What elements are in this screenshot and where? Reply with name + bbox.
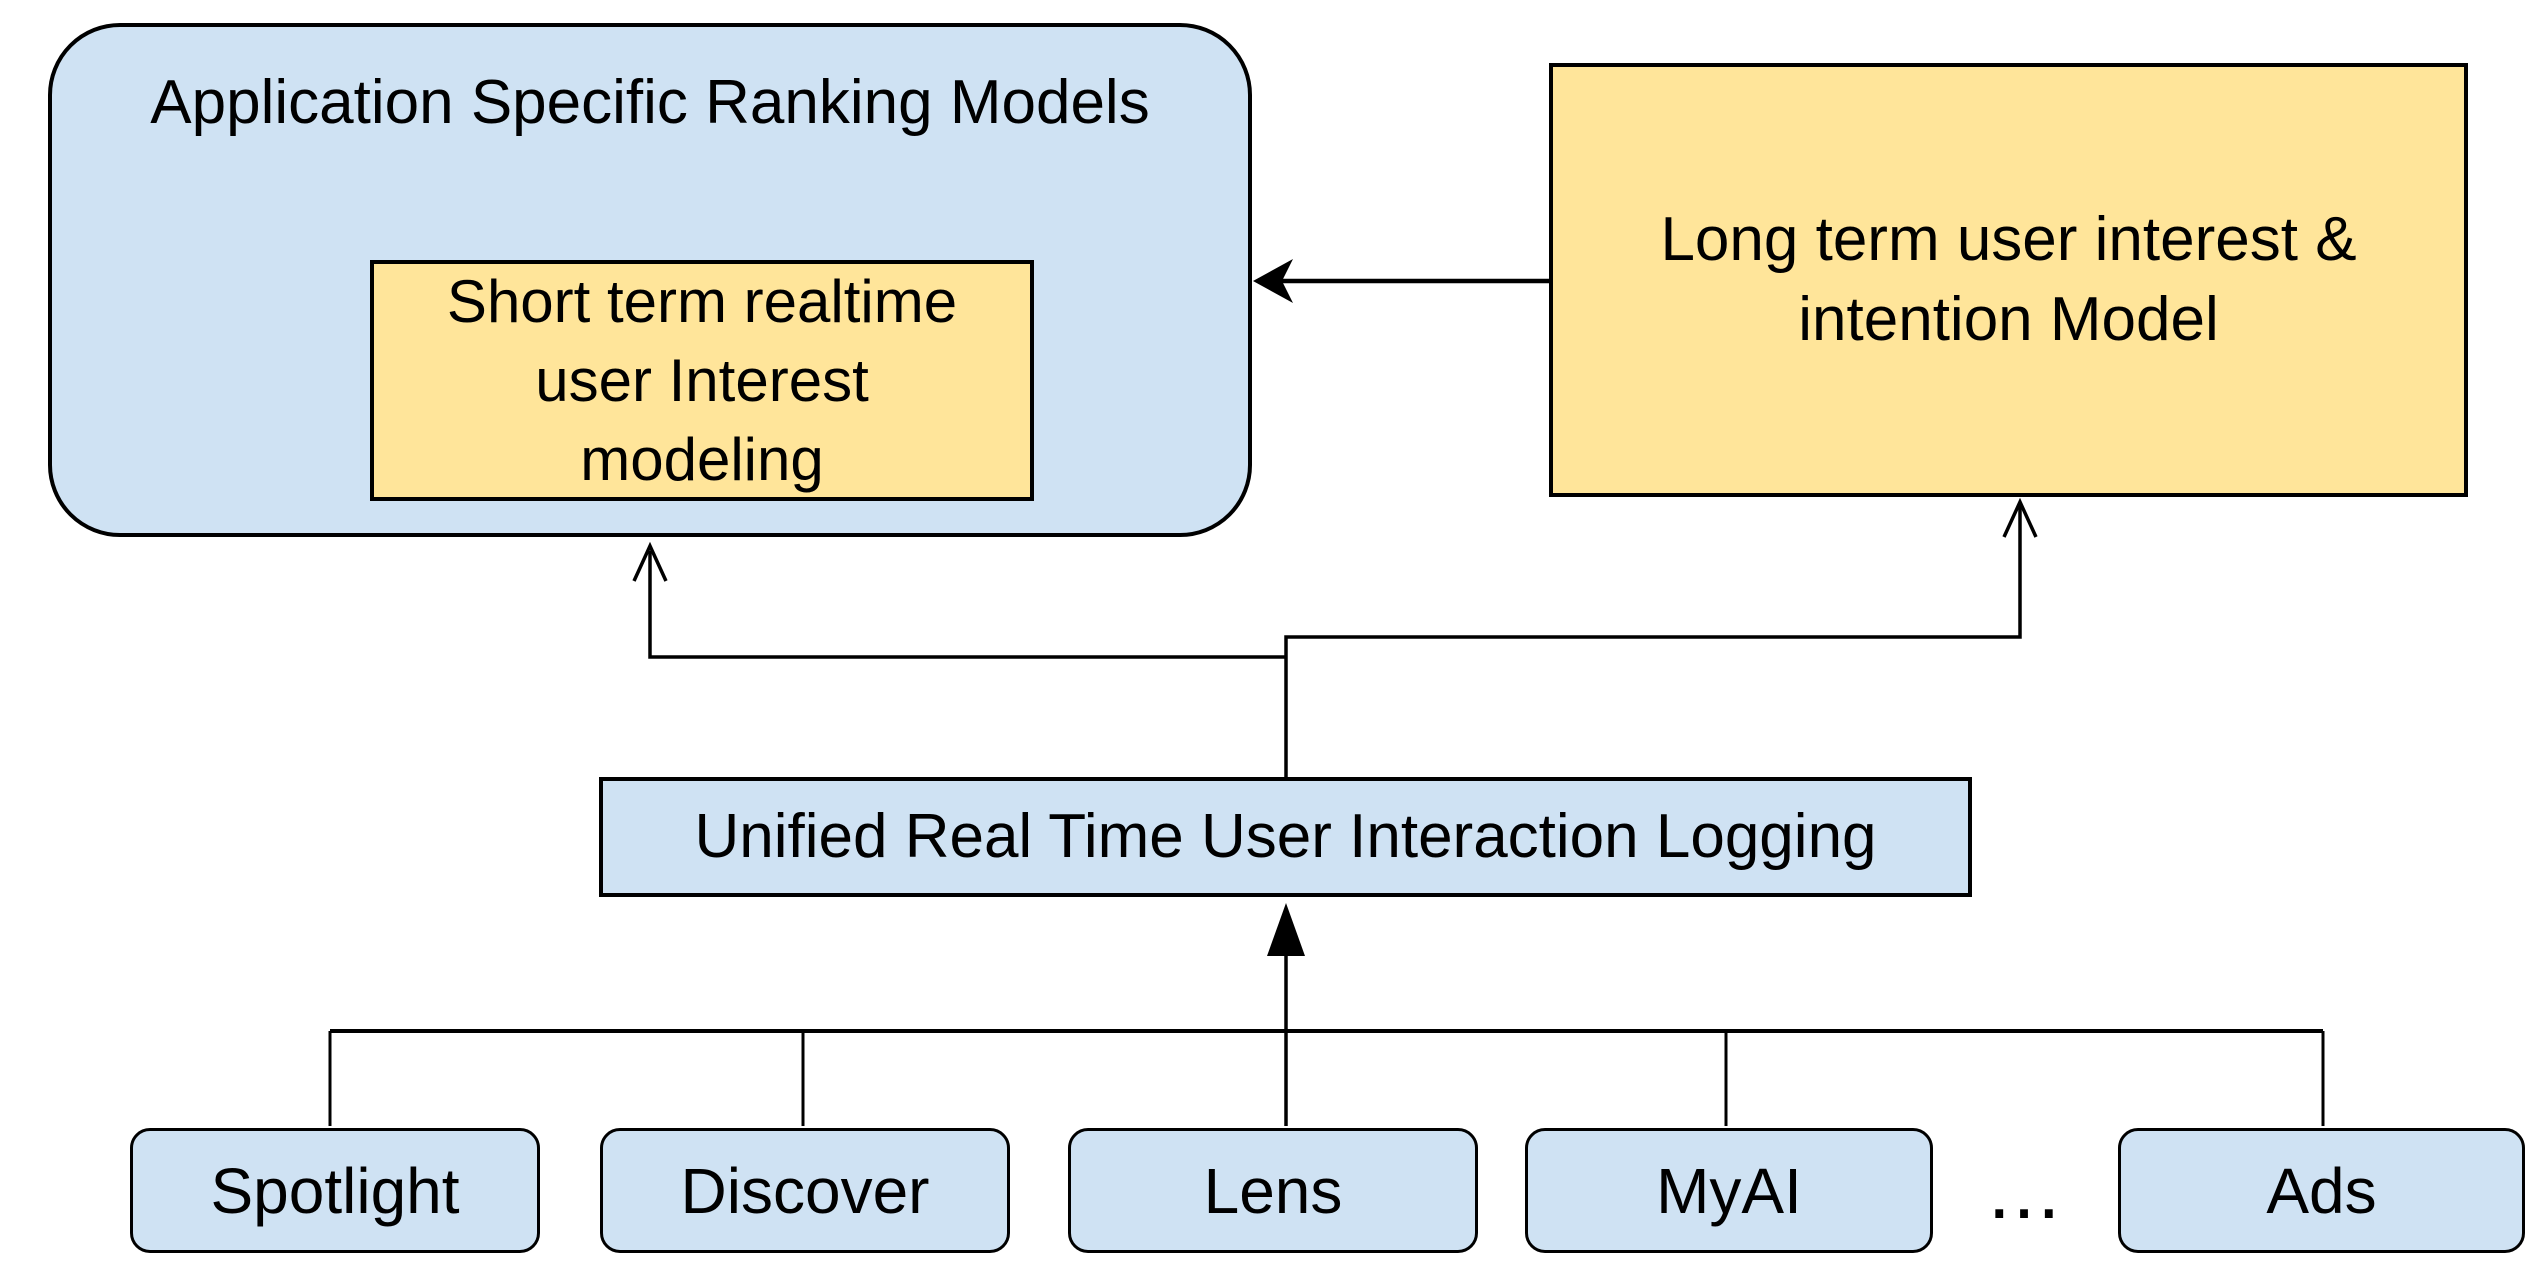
logging-label: Unified Real Time User Interaction Loggi… xyxy=(694,802,1877,871)
long-term-label-line1: Long term user interest & xyxy=(1660,205,2357,274)
source-box-discover: Discover xyxy=(600,1128,1010,1253)
short-term-box: Short term realtime user Interest modeli… xyxy=(370,260,1034,501)
short-term-label-line2: user Interest xyxy=(535,347,869,414)
arrowhead-to-longterm-icon xyxy=(2002,497,2038,538)
source-label-ads: Ads xyxy=(2266,1154,2377,1227)
arrowhead-to-ranking-icon xyxy=(632,541,668,582)
arrow-longterm-to-ranking-head-icon xyxy=(1253,259,1293,303)
connector-logging-to-ranking xyxy=(648,551,1286,659)
source-label-myai: MyAI xyxy=(1656,1154,1802,1227)
ellipsis-label: ... xyxy=(1987,1144,2063,1236)
logging-box: Unified Real Time User Interaction Loggi… xyxy=(599,777,1972,897)
source-box-ads: Ads xyxy=(2118,1128,2525,1253)
long-term-box: Long term user interest & intention Mode… xyxy=(1549,63,2468,497)
source-label-lens: Lens xyxy=(1203,1154,1343,1227)
source-box-lens: Lens xyxy=(1068,1128,1478,1253)
short-term-label-line1: Short term realtime xyxy=(446,268,958,335)
ranking-models-label: Application Specific Ranking Models xyxy=(150,68,1150,137)
connector-logging-to-longterm xyxy=(1284,506,2022,777)
source-label-spotlight: Spotlight xyxy=(210,1154,460,1227)
source-box-spotlight: Spotlight xyxy=(130,1128,540,1253)
ranking-models-box: Application Specific Ranking Models Shor… xyxy=(48,23,1252,537)
short-term-label-line3: modeling xyxy=(580,426,824,493)
source-box-myai: MyAI xyxy=(1525,1128,1933,1253)
long-term-label-line2: intention Model xyxy=(1798,285,2219,354)
source-label-discover: Discover xyxy=(680,1154,930,1227)
arrow-bus-to-logging-head-icon xyxy=(1267,903,1305,956)
